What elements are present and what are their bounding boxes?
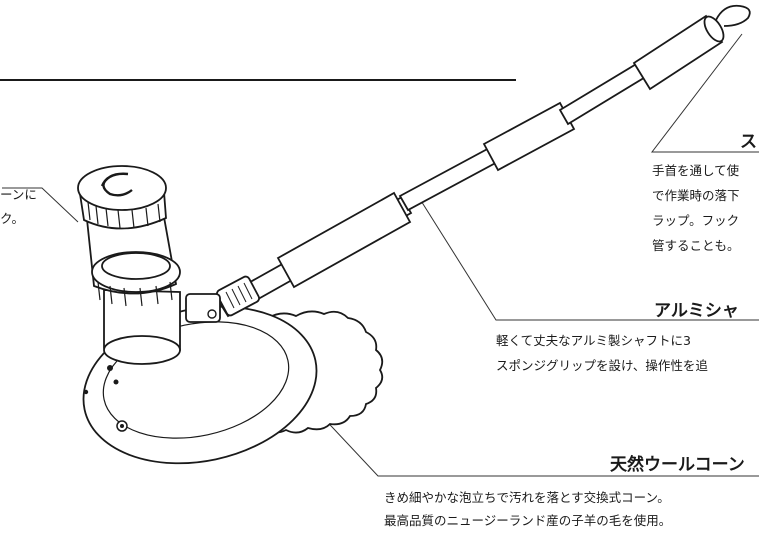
strap-heading: ス — [740, 132, 757, 152]
plate-hole-3 — [83, 389, 89, 395]
strap-line-3: ラップ。フック — [652, 213, 740, 228]
leader-left — [2, 187, 79, 223]
shaft-heading: アルミシャ — [654, 301, 739, 321]
shaft — [216, 14, 725, 318]
wool-line-2: 最高品質のニュージーランド産の子羊の毛を使用。 — [384, 513, 672, 528]
grip-3 — [632, 14, 724, 91]
shaft-line-1: 軽くて丈夫なアルミ製シャフトに3 — [496, 333, 691, 348]
grip-2 — [482, 101, 576, 172]
connector-collar — [216, 275, 260, 317]
grip-1 — [276, 191, 412, 289]
plate-hole-2 — [113, 379, 119, 385]
left-callout-line-1: ーンに — [0, 187, 37, 202]
shaft-end-cap — [703, 15, 725, 43]
leader-lines — [2, 33, 759, 477]
connector-knurl — [225, 282, 253, 309]
reservoir-cap — [77, 165, 167, 211]
leader-strap — [650, 33, 759, 153]
soap-reservoir — [77, 165, 181, 365]
plate-bolt-center — [120, 424, 124, 428]
joint-pin — [207, 309, 217, 319]
reservoir-neck-base — [103, 335, 181, 365]
joint-block — [185, 293, 221, 323]
wool-line-1: きめ細やかな泡立ちで汚れを落とす交換式コーン。 — [384, 490, 670, 505]
leader-wool — [317, 411, 759, 477]
strap-line-2: で作業時の落下 — [652, 188, 740, 203]
cap-logo-2 — [100, 172, 129, 187]
reservoir-ring-inner — [101, 252, 171, 280]
section-title: J — [0, 58, 2, 82]
leader-shaft — [417, 195, 759, 321]
plate-hole-1 — [107, 365, 113, 371]
strap-line-4: 管することも。 — [652, 238, 740, 253]
connector — [185, 275, 260, 323]
wool-heading: 天然ウールコーン — [610, 455, 745, 475]
shaft-line-2: スポンジグリップを設け、操作性を追 — [496, 358, 708, 373]
strap-line-1: 手首を通して使 — [652, 163, 740, 178]
left-callout-line-2: ク。 — [0, 211, 25, 226]
cap-ridges — [87, 201, 173, 307]
wrist-strap — [715, 4, 751, 27]
